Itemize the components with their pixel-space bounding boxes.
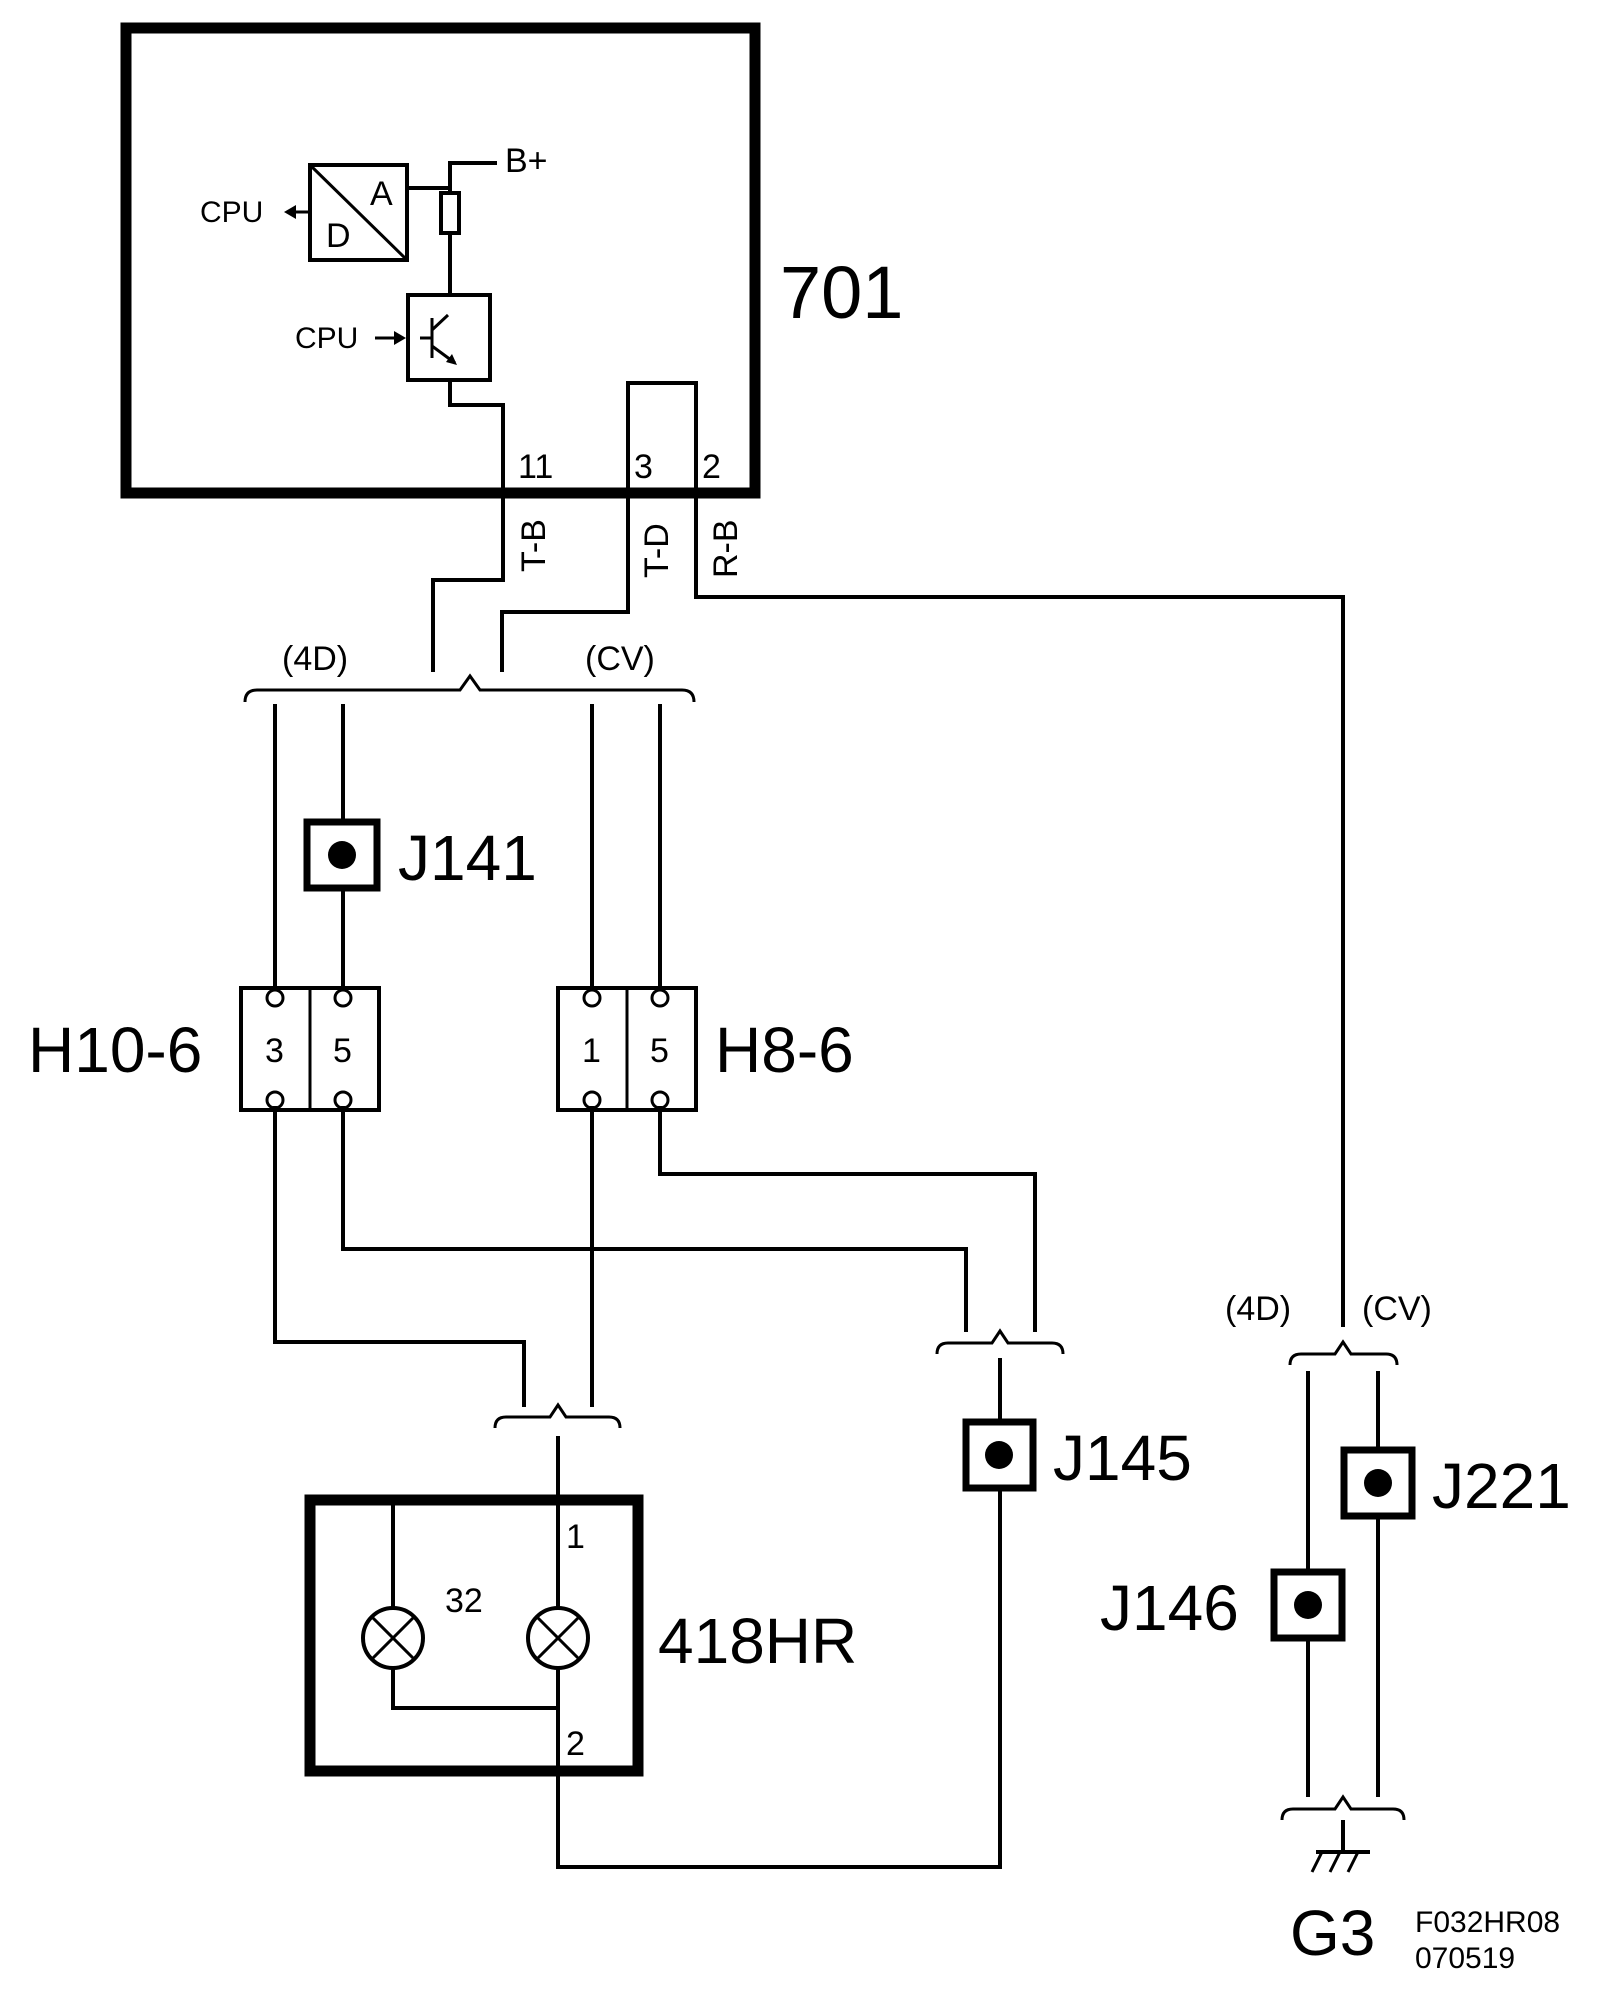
cpu-out-label: CPU — [200, 196, 263, 229]
lamp-assembly-418hr: 418HR 1 2 32 — [304, 1494, 857, 1777]
ground-brace — [1280, 1794, 1406, 1821]
lamp-assembly-label: 418HR — [658, 1605, 857, 1677]
cpu-in-arrow-head — [394, 331, 406, 345]
cpu-in-label: CPU — [295, 322, 358, 355]
transistor-icon — [420, 313, 457, 365]
module-701-label: 701 — [780, 251, 903, 334]
pin3-2-internal-loop — [626, 381, 698, 495]
top-variant-brace: (4D) (CV) — [243, 640, 696, 703]
junction-j221: J221 — [1340, 1446, 1571, 1522]
ground-variant-cv-label: (CV) — [1362, 1290, 1432, 1328]
connector-h8-6-label: H8-6 — [715, 1014, 854, 1086]
top-variant-cv-label: (CV) — [585, 640, 655, 678]
pin11-internal-wire — [448, 378, 505, 495]
h8-6-pin-5: 5 — [650, 1032, 669, 1070]
top-variant-4d-label: (4D) — [282, 640, 348, 678]
junction-j146: J146 — [1100, 1568, 1346, 1644]
pin-3-label: 3 — [634, 448, 653, 486]
ground-icon — [1310, 1820, 1370, 1873]
junction-j141: J141 — [303, 818, 537, 894]
junction-j146-label: J146 — [1100, 1572, 1239, 1644]
wire-h8-pin5-bottom — [658, 1106, 1037, 1332]
h10-6-pin-5: 5 — [333, 1032, 352, 1070]
lamp-pin-1-label: 1 — [566, 1518, 585, 1556]
wire-h10-pin5-bottom — [341, 1106, 968, 1332]
lamp-internal-return — [391, 1666, 560, 1710]
connector-h10-6-label: H10-6 — [28, 1014, 202, 1086]
wire-t-d — [500, 491, 630, 672]
adc-a-label: A — [370, 175, 393, 213]
module-701-box — [120, 22, 761, 499]
connector-h10-6: 3 5 H10-6 — [28, 986, 381, 1112]
h10-6-pin-3: 3 — [265, 1032, 284, 1070]
bulb-left-icon — [361, 1606, 425, 1670]
junction-j221-label: J221 — [1432, 1450, 1571, 1522]
pin-11-label: 11 — [518, 448, 553, 486]
figure-date-label: 070519 — [1415, 1942, 1515, 1975]
junction-j145-label: J145 — [1053, 1422, 1192, 1494]
connector-h8-6: 1 5 H8-6 — [556, 986, 854, 1112]
junction-j145: J145 — [962, 1418, 1192, 1494]
ground-label: G3 — [1290, 1897, 1375, 1969]
bulb-rating-label: 32 — [445, 1582, 483, 1620]
lamp-pin-2-label: 2 — [566, 1725, 585, 1763]
wire-t-d-label: T-D — [638, 523, 676, 578]
ad-converter-diagonal — [308, 163, 409, 262]
figure-ref-label: F032HR08 — [1415, 1906, 1560, 1939]
j145-brace — [935, 1328, 1065, 1355]
wire-r-b — [694, 491, 1345, 1327]
ground-variant-brace: (4D) (CV) — [1225, 1290, 1432, 1366]
h8-6-pin-1: 1 — [582, 1032, 601, 1070]
wire-lamp-return — [556, 1769, 1002, 1869]
ground-variant-4d-label: (4D) — [1225, 1290, 1291, 1328]
cpu-out-arrow-head — [284, 205, 296, 219]
adc-d-label: D — [326, 217, 351, 255]
bplus-label: B+ — [505, 142, 548, 180]
bulb-right-icon — [526, 1606, 590, 1670]
wire-t-b-label: T-B — [515, 519, 553, 572]
wire-h10-pin3-bottom — [273, 1106, 526, 1407]
wire-r-b-label: R-B — [707, 519, 745, 578]
module-701: 701 A D CPU B+ CPU 11 3 — [120, 22, 903, 499]
wire-t-b — [431, 491, 505, 672]
lamp-feed-brace — [493, 1402, 622, 1429]
junction-j141-label: J141 — [398, 822, 537, 894]
pullup-resistor — [439, 191, 461, 235]
pin-2-label: 2 — [702, 448, 721, 486]
